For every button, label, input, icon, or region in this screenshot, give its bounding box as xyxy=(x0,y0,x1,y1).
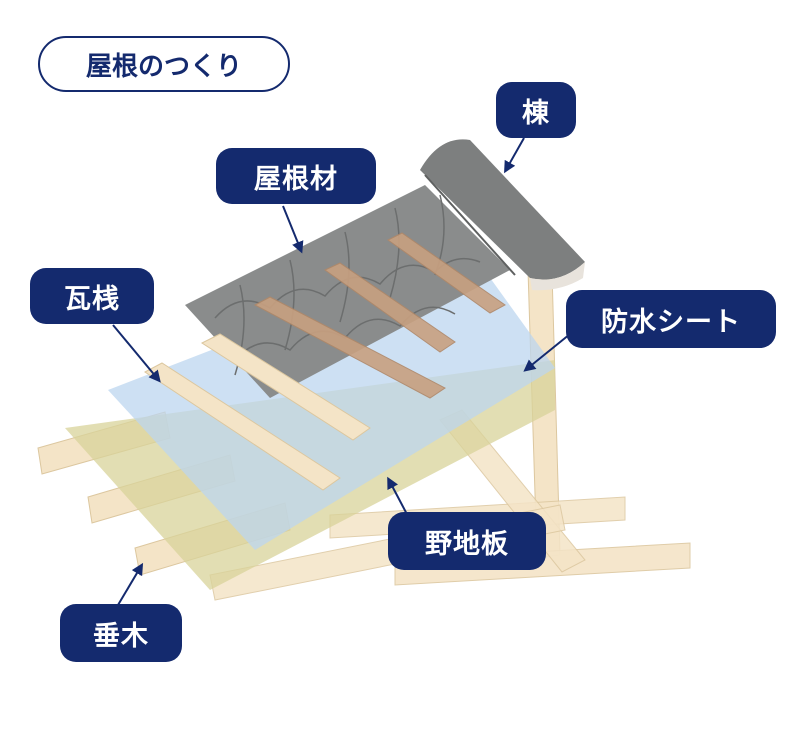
diagram-title: 屋根のつくり xyxy=(38,36,290,92)
beam-lower-right xyxy=(394,542,691,586)
battens xyxy=(144,232,506,491)
label-bousui-sheet: 防水シート xyxy=(566,290,776,348)
label-taruki: 垂木 xyxy=(60,604,182,662)
label-nojiita: 野地板 xyxy=(388,512,546,570)
waterproof-sheet xyxy=(108,250,555,550)
label-mune: 棟 xyxy=(496,82,576,138)
ridge-cap xyxy=(420,139,585,291)
label-yanezai: 屋根材 xyxy=(216,148,376,204)
label-kawarazan: 瓦桟 xyxy=(30,268,154,324)
